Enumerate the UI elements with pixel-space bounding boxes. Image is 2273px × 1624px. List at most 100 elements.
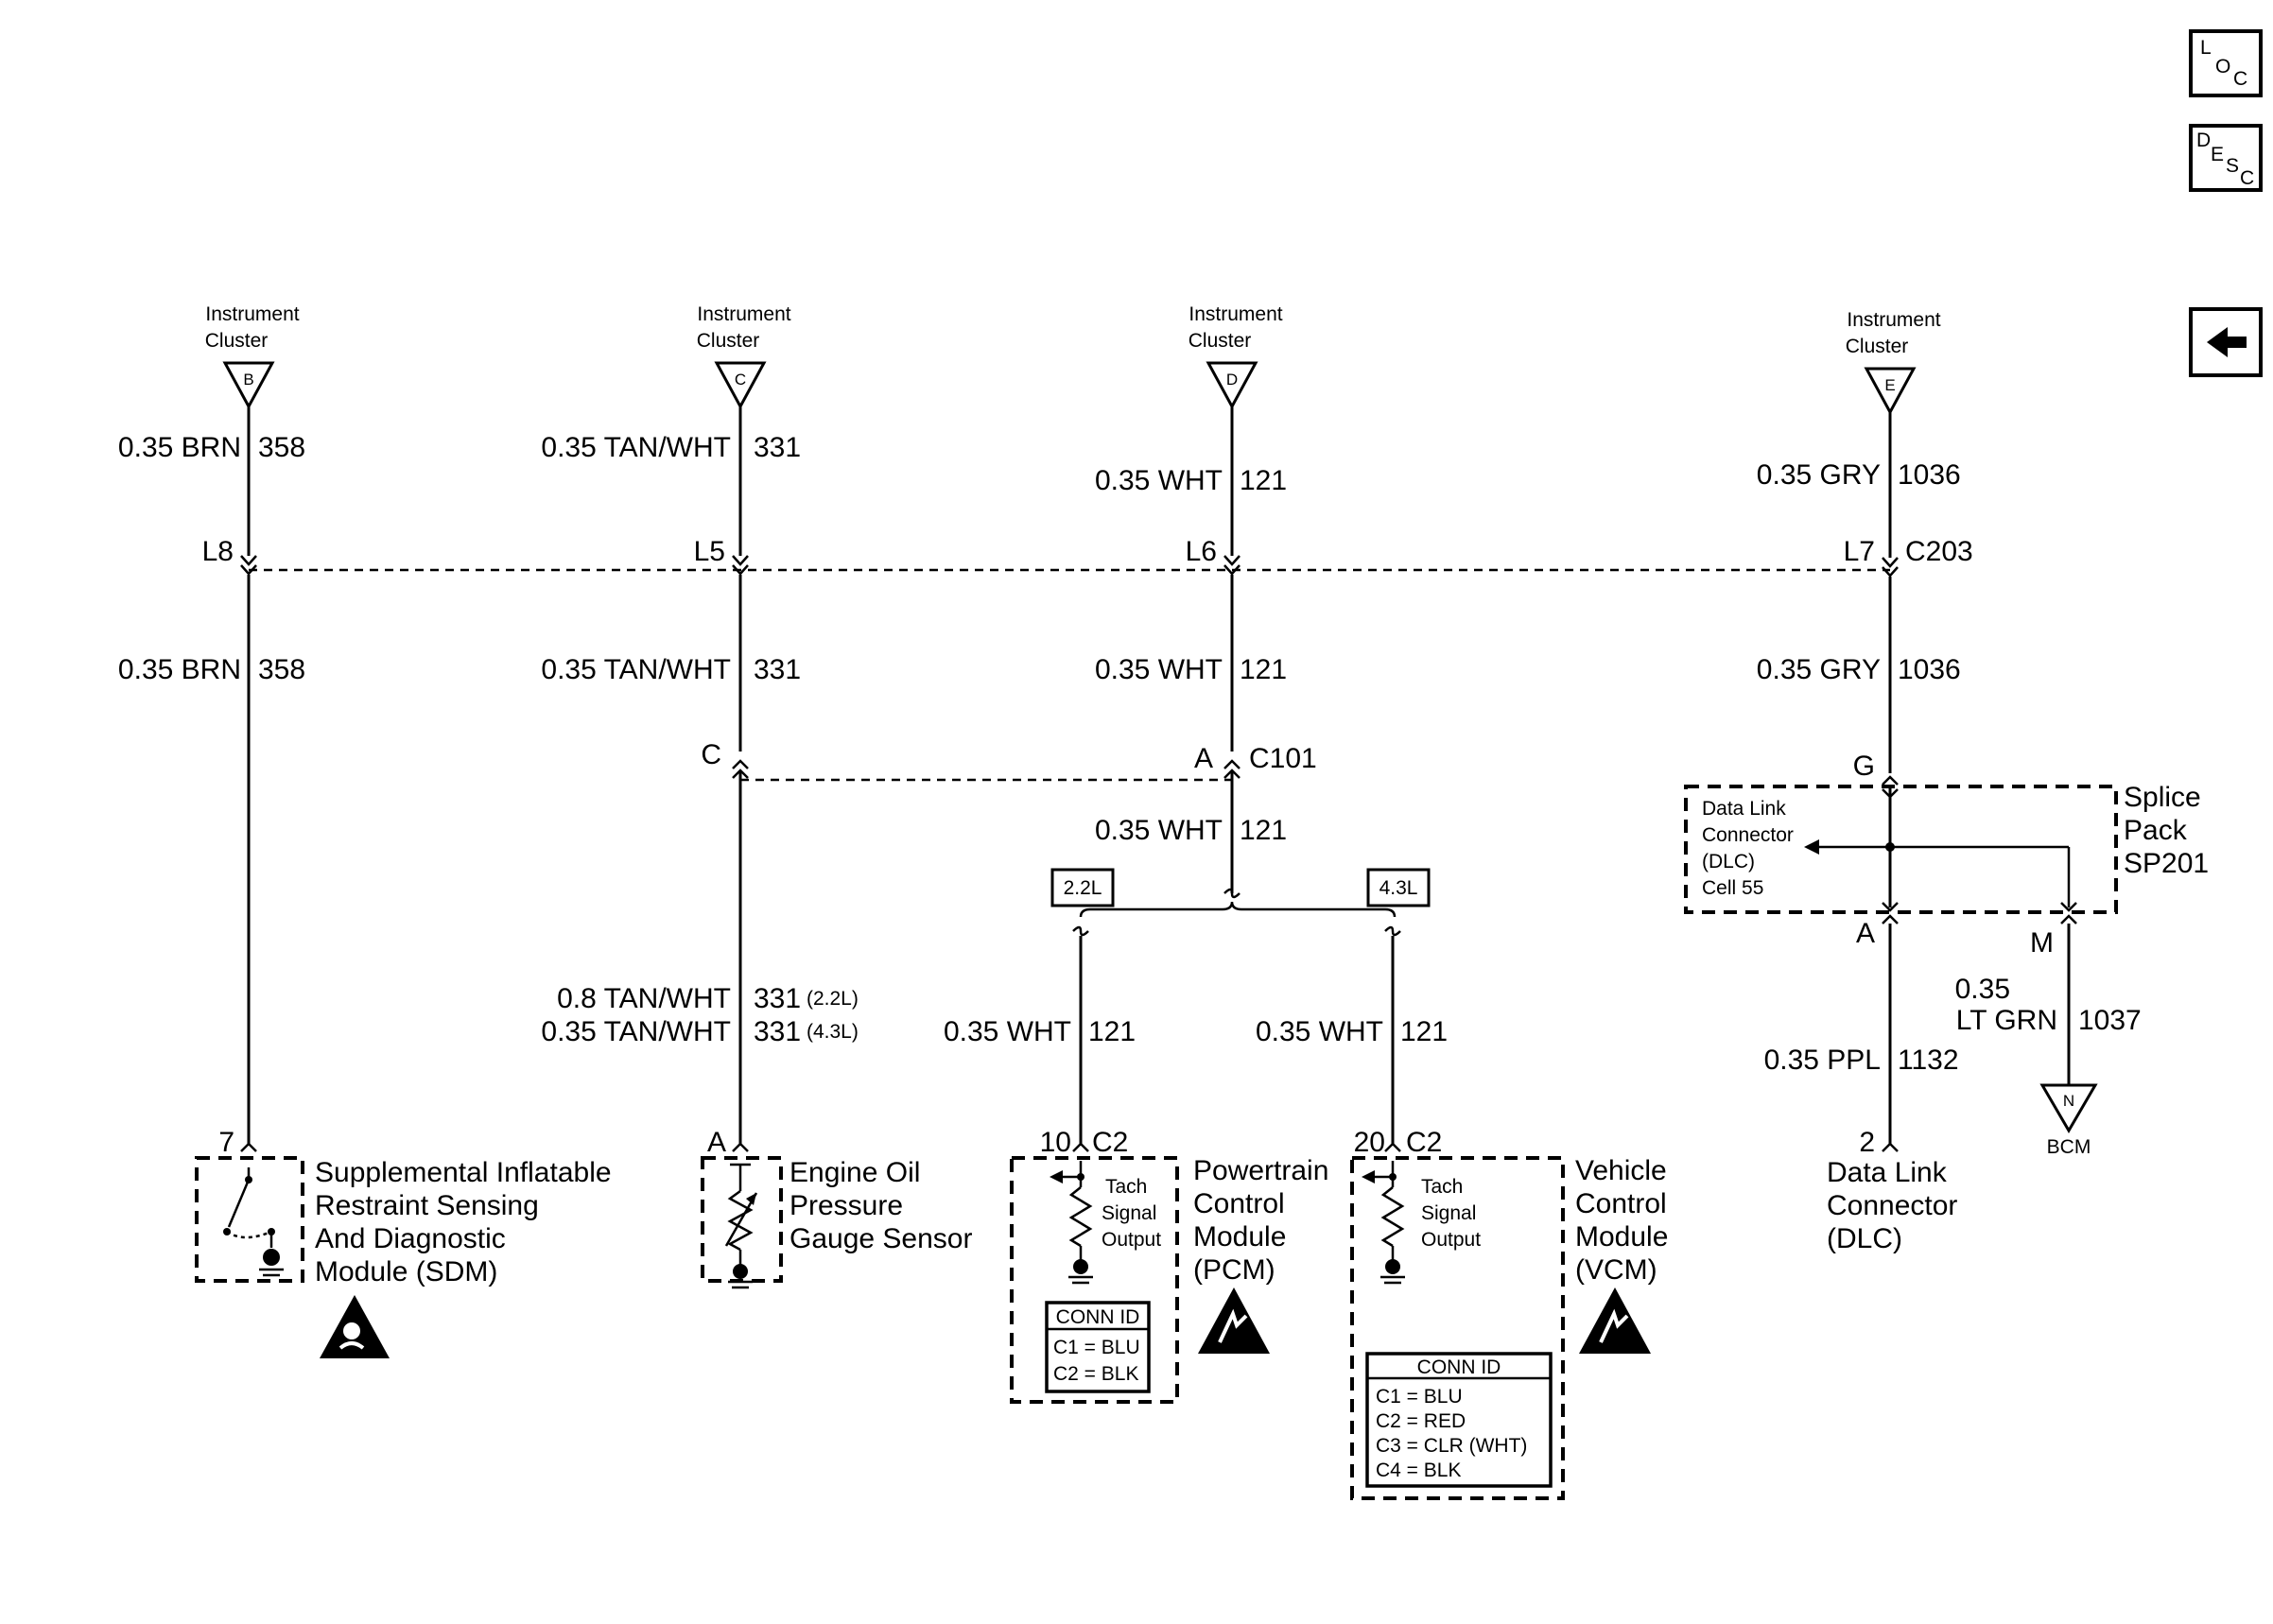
svg-text:C1 = BLU: C1 = BLU xyxy=(1376,1386,1463,1408)
svg-text:C: C xyxy=(2240,167,2254,189)
sdm-component: 7 Supplemental Inflatable Restraint Sens… xyxy=(195,1127,612,1358)
svg-text:Cluster: Cluster xyxy=(205,330,269,352)
dlc-component: 2 Data Link Connector (DLC) xyxy=(1827,1127,1957,1254)
cluster-connector-c: Instrument Cluster C xyxy=(697,303,791,410)
svg-text:Cluster: Cluster xyxy=(1846,336,1909,357)
svg-text:Tach: Tach xyxy=(1421,1176,1463,1198)
svg-text:10: 10 xyxy=(1040,1127,1071,1158)
wire-label-color: LT GRN xyxy=(1956,1005,2057,1036)
svg-text:C: C xyxy=(735,371,746,389)
connector-label: C101 xyxy=(1249,743,1317,774)
svg-text:20: 20 xyxy=(1354,1127,1385,1158)
loc-button[interactable]: L O C xyxy=(2189,29,2263,97)
svg-text:Module (SDM): Module (SDM) xyxy=(315,1256,497,1287)
connector-pin-label: M xyxy=(2030,927,2054,959)
wire-label-circuit: 358 xyxy=(258,654,305,685)
wire-label-circuit: 1036 xyxy=(1898,654,1961,685)
wire-label-circuit: 331 xyxy=(754,654,801,685)
svg-text:Cluster: Cluster xyxy=(1189,330,1252,352)
wire-label-circuit: 331 xyxy=(754,1016,801,1047)
svg-text:E: E xyxy=(2211,144,2224,165)
svg-text:A: A xyxy=(707,1127,726,1158)
connector-label: L5 xyxy=(694,536,725,567)
wire-label-note: (2.2L) xyxy=(807,988,859,1010)
esd-warning-icon xyxy=(1579,1287,1651,1354)
svg-text:D: D xyxy=(1226,371,1238,389)
wire-label-color: 0.35 BRN xyxy=(118,432,241,463)
wire-label-color: 0.35 WHT xyxy=(1095,654,1223,685)
svg-text:Pressure: Pressure xyxy=(789,1190,903,1221)
wire-label-circuit: 121 xyxy=(1240,815,1287,846)
svg-text:N: N xyxy=(2063,1092,2074,1110)
conn-id-title: CONN ID xyxy=(1056,1306,1140,1328)
svg-text:Supplemental Inflatable: Supplemental Inflatable xyxy=(315,1157,612,1188)
svg-text:SP201: SP201 xyxy=(2124,848,2209,879)
svg-text:O: O xyxy=(2215,56,2230,78)
svg-text:C1 = BLU: C1 = BLU xyxy=(1053,1337,1140,1358)
wire-label-circuit: 121 xyxy=(1400,1016,1448,1047)
splice-pack-sp201: Data Link Connector (DLC) Cell 55 Splice… xyxy=(1684,775,2209,914)
wire-label-size: 0.35 xyxy=(1955,974,2010,1005)
option-4-3l: 4.3L xyxy=(1379,877,1418,899)
wire-label-circuit: 1037 xyxy=(2078,1005,2142,1036)
wire-label-color: 0.8 TAN/WHT xyxy=(557,983,731,1014)
svg-text:C2: C2 xyxy=(1406,1127,1442,1158)
svg-text:Instrument: Instrument xyxy=(1847,309,1940,331)
svg-text:Output: Output xyxy=(1421,1229,1481,1251)
svg-text:Engine Oil: Engine Oil xyxy=(789,1157,920,1188)
wire-label-note: (4.3L) xyxy=(807,1021,859,1043)
svg-text:Instrument: Instrument xyxy=(697,303,790,325)
connector-pin-label: A xyxy=(1194,743,1213,774)
svg-text:Powertrain: Powertrain xyxy=(1193,1155,1328,1186)
svg-text:Vehicle: Vehicle xyxy=(1575,1155,1667,1186)
svg-text:BCM: BCM xyxy=(2047,1136,2091,1158)
wire-label-color: 0.35 TAN/WHT xyxy=(541,1016,731,1047)
vcm-component: 20 C2 Tach Signal Output CONN ID C1 = BL… xyxy=(1350,1127,1668,1500)
wire-label-circuit: 1036 xyxy=(1898,459,1961,491)
back-button[interactable] xyxy=(2189,307,2263,377)
svg-text:C2 = BLK: C2 = BLK xyxy=(1053,1363,1138,1385)
svg-text:B: B xyxy=(243,371,253,389)
svg-text:D: D xyxy=(2196,130,2211,151)
svg-text:Signal: Signal xyxy=(1102,1202,1156,1224)
oil-pressure-sensor-component: A Engine Oil Pressure Gauge Sensor xyxy=(701,1127,972,1289)
bcm-connector: N BCM xyxy=(2039,1083,2098,1158)
wire-label-color: 0.35 WHT xyxy=(1095,465,1223,496)
desc-button[interactable]: D E S C xyxy=(2189,124,2263,192)
cluster-connector-e: Instrument Cluster E xyxy=(1846,309,1941,416)
svg-text:(PCM): (PCM) xyxy=(1193,1254,1275,1286)
svg-text:Control: Control xyxy=(1193,1188,1285,1219)
connector-label: L7 xyxy=(1844,536,1875,567)
left-arrow-icon xyxy=(2207,327,2247,357)
connector-pin-label: G xyxy=(1853,751,1875,782)
pcm-component: 10 C2 Tach Signal Output CONN ID C1 = BL… xyxy=(1010,1127,1328,1404)
wire-label-circuit: 1132 xyxy=(1898,1045,1959,1076)
wire-label-circuit: 121 xyxy=(1240,654,1287,685)
connector-pin-label: A xyxy=(1856,918,1875,949)
svg-text:7: 7 xyxy=(218,1127,234,1158)
svg-text:Output: Output xyxy=(1102,1229,1161,1251)
svg-text:Cell 55: Cell 55 xyxy=(1702,877,1763,899)
wire-label-color: 0.35 PPL xyxy=(1764,1045,1881,1076)
wire-label-color: 0.35 WHT xyxy=(1256,1016,1383,1047)
svg-text:C4 = BLK: C4 = BLK xyxy=(1376,1460,1461,1481)
wire-label-circuit: 121 xyxy=(1240,465,1287,496)
svg-text:Instrument: Instrument xyxy=(1189,303,1282,325)
svg-text:C3 = CLR (WHT): C3 = CLR (WHT) xyxy=(1376,1435,1527,1457)
option-split: 2.2L 4.3L xyxy=(1050,868,1431,937)
wire-label-color: 0.35 BRN xyxy=(118,654,241,685)
svg-text:Splice: Splice xyxy=(2124,782,2201,813)
connector-label: C203 xyxy=(1905,536,1973,567)
wire-label-color: 0.35 GRY xyxy=(1757,654,1881,685)
conn-id-title: CONN ID xyxy=(1417,1356,1501,1378)
connector-pin-label: C xyxy=(701,739,721,770)
svg-text:Connector: Connector xyxy=(1702,824,1794,846)
svg-text:Control: Control xyxy=(1575,1188,1667,1219)
wire-label-circuit: 358 xyxy=(258,432,305,463)
svg-text:C2: C2 xyxy=(1092,1127,1128,1158)
wire-label-color: 0.35 WHT xyxy=(1095,815,1223,846)
svg-text:(DLC): (DLC) xyxy=(1827,1223,1902,1254)
wire-label-circuit: 121 xyxy=(1088,1016,1136,1047)
cluster-connector-d: Instrument Cluster D xyxy=(1189,303,1283,410)
